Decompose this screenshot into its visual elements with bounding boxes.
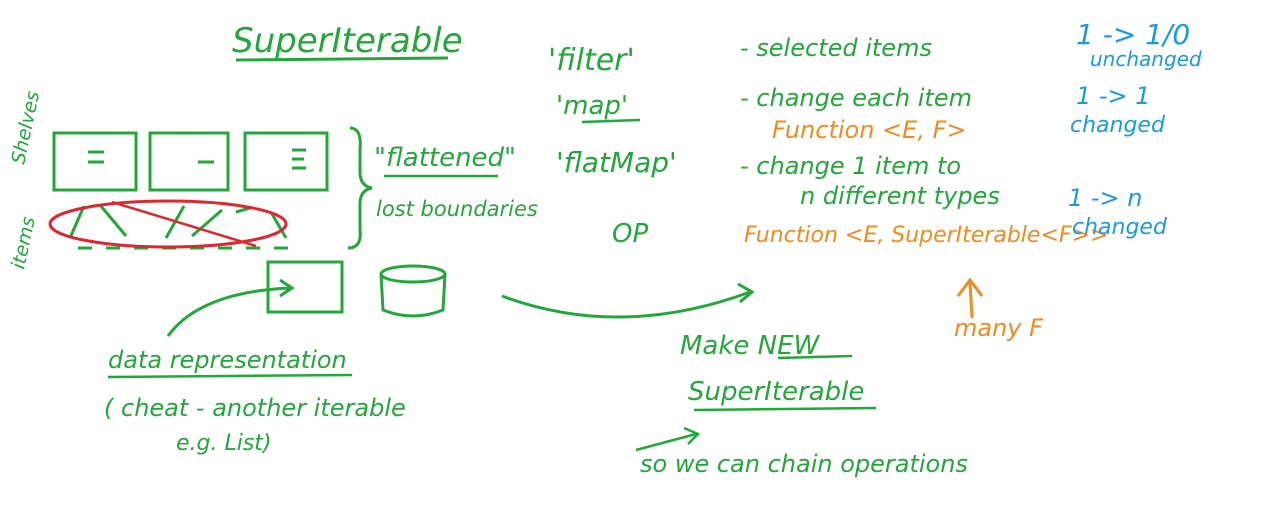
cheat-note: ( cheat - another iterable	[104, 394, 406, 422]
flatmap-note: changed	[1072, 215, 1168, 240]
op-filter: 'filter'	[548, 43, 635, 78]
eg-list-note: e.g. List)	[176, 431, 272, 456]
label-shelves: Shelves	[7, 89, 44, 166]
filter-description: - selected items	[740, 34, 932, 62]
shelf-boxes	[52, 131, 329, 192]
super-iterable-underline	[693, 406, 877, 412]
title-underline	[235, 56, 449, 62]
op-map: 'map'	[556, 91, 628, 121]
data-rep-arrow	[166, 286, 291, 337]
title-super-iterable: SuperIterable	[232, 21, 463, 61]
map-ratio: 1 -> 1	[1076, 82, 1151, 110]
chain-arrowhead	[683, 426, 701, 445]
flatmap-function: Function <E, SuperIterable<F>>	[744, 223, 1108, 248]
op-flatmap: 'flatMap'	[556, 146, 677, 179]
shelf-box-3	[243, 131, 329, 192]
map-description: - change each item	[740, 84, 972, 112]
data-representation-underline	[107, 373, 353, 379]
chain-arrow	[635, 432, 697, 452]
filter-ratio: 1 -> 1/0	[1076, 18, 1190, 51]
make-new-label: Make NEW	[680, 331, 821, 361]
data-representation-label: data representation	[108, 346, 347, 374]
many-f-arrow	[968, 281, 974, 319]
data-cylinder	[379, 264, 447, 318]
many-f-label: many F	[954, 314, 1044, 342]
shelf-box-1	[52, 131, 138, 192]
map-note: changed	[1070, 113, 1166, 138]
lost-boundaries-ellipse	[48, 199, 288, 249]
box-3-items	[292, 148, 306, 170]
lost-boundaries-label: lost boundaries	[376, 197, 538, 221]
many-f-arrowhead	[956, 277, 984, 297]
chain-note: so we can chain operations	[640, 450, 968, 478]
data-box	[266, 260, 344, 314]
filter-note: unchanged	[1090, 47, 1202, 71]
result-arrowhead	[737, 282, 755, 304]
new-underline	[777, 354, 853, 360]
map-underline	[581, 118, 641, 124]
flatmap-description-2: n different types	[800, 182, 1000, 210]
label-items: items	[7, 215, 40, 271]
flattened-items	[68, 204, 288, 250]
box-1-items	[88, 150, 104, 164]
flatmap-ratio: 1 -> n	[1068, 184, 1143, 212]
data-rep-arrowhead	[279, 278, 295, 298]
shelf-box-2	[148, 131, 230, 192]
flattened-label: "flattened"	[374, 143, 516, 173]
map-function: Function <E, F>	[772, 116, 967, 144]
curly-brace	[347, 126, 373, 250]
result-curve-arrow	[501, 290, 751, 319]
op-generic: OP	[612, 219, 648, 249]
flatmap-description-1: - change 1 item to	[740, 152, 961, 180]
cross-out-line	[111, 200, 257, 248]
new-super-iterable: SuperIterable	[688, 377, 864, 407]
